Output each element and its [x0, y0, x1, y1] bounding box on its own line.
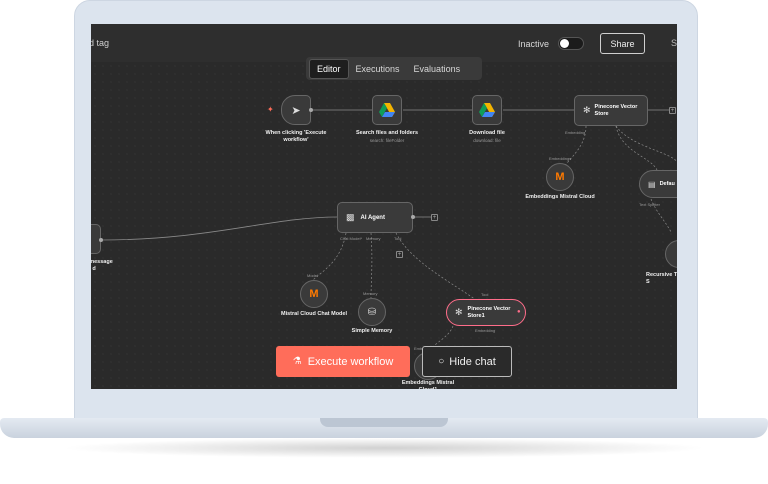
trigger-spark-icon: ✦	[267, 105, 274, 114]
add-tool-button[interactable]: +	[396, 251, 403, 258]
status-label: Inactive	[518, 39, 550, 49]
download-node-sub: download: file	[473, 138, 501, 143]
pinecone-tool-embedding-port: Embedding	[475, 328, 496, 333]
trigger-output-port[interactable]	[309, 108, 313, 112]
active-toggle[interactable]	[558, 37, 584, 50]
connection-wires	[100, 109, 677, 353]
error-indicator-icon: ●	[517, 309, 521, 315]
download-node-label: Download file	[469, 130, 505, 136]
hide-chat-label: Hide chat	[449, 355, 496, 368]
add-node-after-pinecone[interactable]: +	[669, 107, 676, 114]
overflow-text: S	[671, 38, 677, 48]
hide-chat-button[interactable]: ○ Hide chat	[422, 346, 512, 377]
mistral-icon: M	[309, 288, 319, 300]
view-tabs: Editor Executions Evaluations	[306, 57, 482, 80]
toggle-knob	[560, 39, 569, 48]
pinecone-vector-store-tool-node[interactable]: ✻ Pinecone Vector Store1	[446, 299, 526, 326]
embeddings-tool-label: Embeddings Mistral Cloud1	[401, 380, 455, 389]
flask-icon: ⚗	[292, 356, 302, 367]
agent-memory-port: Memory	[366, 236, 381, 241]
chat-model-port-label: Model	[307, 273, 318, 278]
pinecone-tool-label: Pinecone Vector Store1	[467, 305, 511, 319]
manual-trigger-node[interactable]: ➤	[281, 95, 311, 125]
search-files-node[interactable]	[372, 95, 402, 125]
mistral-chat-model-node[interactable]: M	[300, 280, 328, 308]
embeddings-mistral-node[interactable]: M	[546, 163, 574, 191]
chat-bubble-icon: ○	[438, 356, 445, 367]
loader-node-label: Defau	[659, 181, 675, 187]
document-icon: ▤	[648, 179, 656, 189]
execute-workflow-button[interactable]: ⚗ Execute workflow	[276, 346, 410, 377]
simple-memory-node[interactable]: ⛁	[358, 298, 386, 326]
google-drive-icon	[479, 103, 495, 117]
agent-output-port[interactable]	[411, 215, 415, 219]
download-file-node[interactable]	[472, 95, 502, 125]
pinecone-embedding-port: Embedding	[565, 130, 586, 135]
recursive-node-label: Recursive Text S	[646, 272, 677, 285]
chat-node-label: message	[91, 259, 113, 265]
workflow-canvas[interactable]: ✦ ➤ When clicking 'Execute workflow' Sea…	[91, 62, 677, 389]
mistral-icon: M	[555, 171, 565, 183]
laptop-base	[0, 418, 768, 438]
ai-agent-label: AI Agent	[360, 214, 385, 221]
default-data-loader-node[interactable]: ▤ Defau	[639, 170, 677, 198]
database-icon: ⛁	[367, 306, 377, 318]
tool-port-label: Tool	[481, 292, 489, 297]
search-node-sub: search: fileFolder	[369, 138, 405, 143]
cursor-icon: ➤	[291, 104, 301, 117]
tab-executions[interactable]: Executions	[355, 63, 400, 74]
memory-port-label: Memory	[363, 291, 378, 296]
embeddings-port-label: Embeddings	[549, 156, 572, 161]
embeddings-node-label: Embeddings Mistral Cloud	[525, 194, 595, 200]
top-bar: d tag Inactive Share S	[91, 24, 677, 63]
text-splitter-port: Text Splitter	[639, 202, 660, 207]
chat-output-port[interactable]	[99, 238, 103, 242]
add-tag-link[interactable]: d tag	[91, 38, 110, 48]
agent-tool-port: Tool	[394, 236, 402, 241]
tab-evaluations[interactable]: Evaluations	[413, 63, 461, 74]
chat-node-sub: d	[92, 266, 96, 272]
google-drive-icon	[379, 103, 395, 117]
search-node-label: Search files and folders	[355, 130, 419, 136]
trigger-label: When clicking 'Execute workflow'	[265, 130, 327, 143]
laptop-shadow	[60, 438, 708, 458]
app-screen: d tag Inactive Share S	[91, 24, 677, 389]
share-button[interactable]: Share	[600, 33, 645, 54]
pinecone-icon: ✻	[455, 307, 463, 317]
ai-agent-node[interactable]: ▩ AI Agent	[337, 202, 413, 233]
robot-icon: ▩	[346, 212, 355, 222]
pinecone-vector-store-node[interactable]: ✻ Pinecone Vector Store	[574, 95, 648, 126]
execute-label: Execute workflow	[307, 355, 394, 368]
tab-editor[interactable]: Editor	[309, 58, 349, 79]
pinecone-node-label: Pinecone Vector Store	[594, 103, 638, 117]
mistral-chat-label: Mistral Cloud Chat Model	[281, 311, 347, 317]
agent-chat-model-port: Chat Model*	[340, 236, 363, 241]
laptop-notch	[320, 418, 448, 427]
pinecone-icon: ✻	[583, 105, 591, 115]
add-node-after-agent[interactable]: +	[431, 214, 438, 221]
simple-memory-label: Simple Memory	[351, 328, 393, 334]
